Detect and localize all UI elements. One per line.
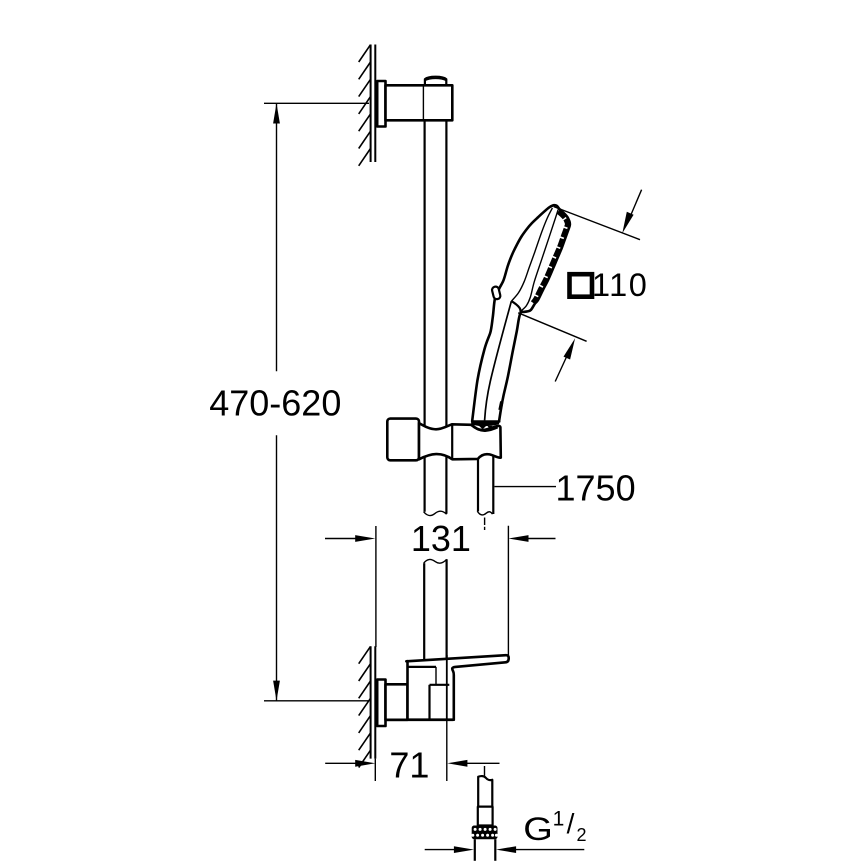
- shower-handle-ridge-line: [483, 300, 513, 421]
- knurl-dot: [471, 833, 475, 837]
- holder-cone-dip: [470, 424, 499, 433]
- tray-and-clamp: [405, 653, 511, 721]
- shower-handle-detail-dash: [498, 401, 504, 411]
- knurled-nut: [471, 825, 498, 840]
- arrowhead-131-left: [355, 535, 376, 542]
- wall-hatch-line: [358, 680, 372, 699]
- hose-end-fitting: [471, 766, 498, 861]
- wall-hatch-line: [358, 645, 372, 665]
- dimension-rail-height: 470-620: [209, 102, 369, 702]
- thread-slash-label: /: [567, 808, 575, 839]
- wall-hatch-line: [358, 78, 372, 98]
- bottom-wall-bracket: [375, 653, 511, 728]
- thread-letter-label: G: [523, 812, 553, 848]
- arrowhead-71-left: [355, 759, 376, 767]
- knurled-nut-body: [471, 825, 498, 840]
- wall-hatch-line: [358, 61, 372, 80]
- thread-numerator-label: 1: [553, 808, 565, 831]
- hose-break: [476, 510, 494, 516]
- wall-hatch-line: [358, 697, 372, 717]
- knurl-dot: [493, 827, 497, 831]
- wall-hatch-line: [358, 148, 372, 167]
- arrowhead-71-right: [447, 759, 468, 767]
- spray-button: [490, 285, 502, 301]
- knurl-dot: [486, 833, 490, 837]
- top-wall-bracket: [375, 75, 454, 128]
- wall-hatch-line: [358, 44, 372, 63]
- wall-hatch-line: [358, 96, 372, 115]
- shower-face-inner-line: [520, 209, 559, 312]
- wall-hatch-line: [358, 732, 372, 751]
- face-extension-line-lower: [517, 312, 587, 342]
- wall-hatch-line: [358, 663, 372, 682]
- wall-section-top: [358, 44, 377, 167]
- hand-shower: [470, 203, 572, 423]
- shower-head-bottom-edge: [510, 300, 522, 313]
- knurl-dot: [473, 827, 477, 831]
- cone-gap-left: [478, 425, 487, 430]
- shower-nozzles: [530, 209, 571, 305]
- rail-break-lower: [423, 558, 448, 564]
- handle-cone-nut: [471, 420, 500, 427]
- wall-hatch-line: [358, 715, 372, 734]
- shower-head-rim-line: [510, 207, 554, 302]
- dimension-rail-offset: 71: [325, 719, 500, 786]
- dimension-tray-offset: 131: [325, 518, 556, 655]
- tray-offset-label: 131: [411, 518, 471, 559]
- fitting-collar: [476, 805, 494, 827]
- knurl-dot: [494, 833, 498, 837]
- fitting-hose-piece: [477, 774, 494, 808]
- head-face-label: 110: [592, 267, 648, 303]
- knurl-dot: [491, 833, 495, 837]
- knurl-dot: [488, 827, 492, 831]
- arrowhead-thread-right: [496, 846, 517, 853]
- rail-offset-label: 71: [389, 745, 429, 786]
- holder-body: [417, 421, 503, 461]
- shower-hose-upper: [476, 450, 495, 530]
- top-bracket-arm: [384, 84, 454, 122]
- face-arrowhead-lower: [563, 338, 576, 360]
- rail-break-upper: [423, 510, 448, 517]
- arrowhead-down: [273, 680, 280, 701]
- rail-height-label: 470-620: [209, 382, 341, 423]
- bottom-bracket-arm: [384, 682, 409, 722]
- knurl-dot: [483, 827, 487, 831]
- thread-denominator-label: 2: [576, 825, 586, 845]
- knurl-dot: [481, 833, 485, 837]
- wall-hatching-top: [358, 44, 372, 167]
- hose-length-label: 1750: [556, 467, 636, 508]
- knurl-dot: [478, 827, 482, 831]
- arrowhead-thread-left: [453, 846, 474, 853]
- dimension-thread: G 1 / 2: [424, 808, 587, 853]
- wall-hatch-line: [358, 130, 372, 149]
- holder-knob: [385, 417, 421, 462]
- rail-top-cap-inner-line: [424, 77, 447, 82]
- face-extension-line-upper: [553, 205, 641, 241]
- wall-hatching-bottom: [358, 645, 372, 768]
- dimension-head-face: 110: [517, 189, 648, 382]
- face-arrowhead-upper: [622, 211, 634, 234]
- square-dimension-symbol: [567, 271, 595, 300]
- arrowhead-up: [273, 103, 280, 124]
- knurl-dot: [476, 833, 480, 837]
- arrowhead-131-right: [508, 535, 529, 542]
- sliding-holder: [385, 417, 503, 462]
- wall-section-bottom: [358, 645, 377, 768]
- cone-gap-right: [487, 425, 493, 429]
- wall-hatch-line: [358, 113, 372, 132]
- dimension-hose-length: 1750: [494, 467, 636, 508]
